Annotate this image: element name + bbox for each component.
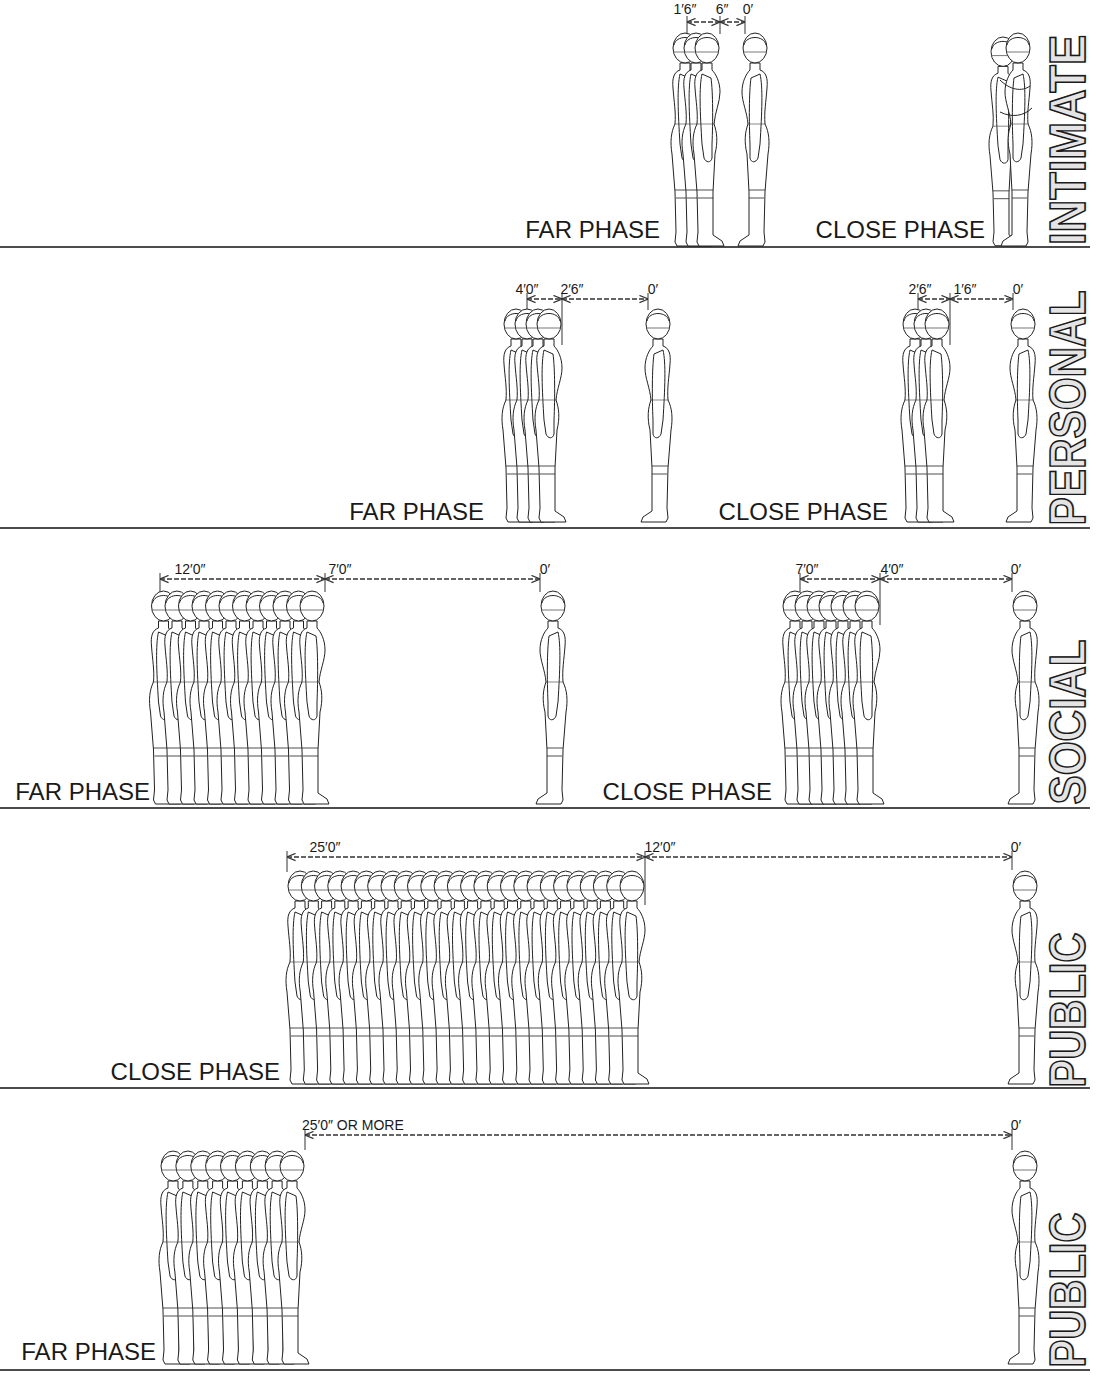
human-figure [671,33,1032,246]
phase-label: CLOSE PHASE [111,1060,280,1084]
dimension-label: 0′ [1011,840,1021,854]
dimension-label: 4′0″ [880,562,903,576]
human-figure [159,1151,1039,1364]
dimension-label: 0′ [1011,562,1021,576]
dimension-label: 7′0″ [328,562,351,576]
zone-label: SOCIAL [1043,640,1093,805]
dimension-label: 7′0″ [795,562,818,576]
dimension-label: 0′ [540,562,550,576]
dimension-label: 0′ [1011,1118,1021,1132]
dimension-label: 1′6″ [673,2,696,16]
phase-label: CLOSE PHASE [603,780,772,804]
dimension-label: 4′0″ [515,282,538,296]
zone-label: PUBLIC [1043,1212,1093,1367]
human-figure [502,309,1037,522]
dimension-label: 12′0″ [645,840,676,854]
dimension-label: 12′0″ [175,562,206,576]
dimension-label: 0′ [743,2,753,16]
phase-label: FAR PHASE [21,1340,156,1364]
dimension-line [160,22,1013,1135]
dimension-label: 25′0″ [310,840,341,854]
zone-label: INTIMATE [1043,35,1093,245]
phase-label: CLOSE PHASE [719,500,888,524]
zone-label: PERSONAL [1043,290,1093,525]
dimension-label: 2′6″ [560,282,583,296]
dimension-label: 6″ [716,2,729,16]
band-rule [0,247,1090,1370]
phase-label: FAR PHASE [15,780,150,804]
zone-label: PUBLIC [1043,932,1093,1087]
dimension-label: 25′0″ OR MORE [302,1118,404,1132]
human-figure [286,871,1039,1084]
phase-label: FAR PHASE [349,500,484,524]
dimension-label: 2′6″ [908,282,931,296]
dimension-tick [160,16,1013,1150]
dimension-label: 0′ [1013,282,1023,296]
human-figure [150,591,1040,804]
dimension-label: 1′6″ [953,282,976,296]
phase-label: FAR PHASE [525,218,660,242]
phase-label: CLOSE PHASE [816,218,985,242]
dimension-label: 0′ [648,282,658,296]
